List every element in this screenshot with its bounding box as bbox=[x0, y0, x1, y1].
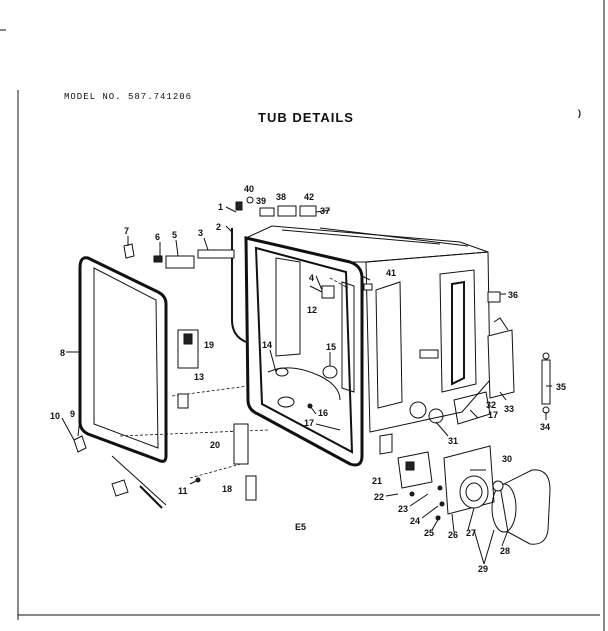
callout-29: 29 bbox=[478, 564, 488, 574]
callout-24: 24 bbox=[410, 516, 420, 526]
top-hardware bbox=[123, 196, 501, 303]
callout-12: 12 bbox=[307, 305, 317, 315]
callout-7: 7 bbox=[124, 226, 129, 236]
callout-25: 25 bbox=[424, 528, 434, 538]
callout-42: 42 bbox=[304, 192, 314, 202]
callout-5: 5 bbox=[172, 230, 177, 240]
door-gasket bbox=[78, 256, 168, 509]
callout-21: 21 bbox=[372, 476, 382, 486]
callout-10: 10 bbox=[50, 411, 60, 421]
callout-35: 35 bbox=[556, 382, 566, 392]
callout-18: 18 bbox=[222, 484, 232, 494]
callout-36: 36 bbox=[508, 290, 518, 300]
callout-23: 23 bbox=[398, 504, 408, 514]
left-hardware bbox=[73, 329, 313, 501]
callout-19: 19 bbox=[204, 340, 214, 350]
callout-14: 14 bbox=[262, 340, 272, 350]
callout-39: 39 bbox=[256, 196, 266, 206]
callout-8: 8 bbox=[60, 348, 65, 358]
figure-code: E5 bbox=[295, 522, 307, 532]
callout-13: 13 bbox=[194, 372, 204, 382]
callout-32: 32 bbox=[486, 400, 496, 410]
model-number: MODEL NO. 587.741206 bbox=[64, 92, 193, 102]
callout-30: 30 bbox=[502, 454, 512, 464]
callout-33: 33 bbox=[504, 404, 514, 414]
callout-15: 15 bbox=[326, 342, 336, 352]
callout-27: 27 bbox=[466, 528, 476, 538]
callout-17a: 17 bbox=[304, 418, 314, 428]
callout-3: 3 bbox=[198, 228, 203, 238]
callout-1: 1 bbox=[218, 202, 223, 212]
pump-motor-assembly bbox=[397, 445, 551, 545]
leader-lines bbox=[61, 206, 552, 565]
callout-17b: 17 bbox=[488, 410, 498, 420]
callout-31: 31 bbox=[448, 436, 458, 446]
callout-38: 38 bbox=[276, 192, 286, 202]
callout-20: 20 bbox=[210, 440, 220, 450]
svg-text:): ) bbox=[578, 108, 581, 118]
callout-11: 11 bbox=[178, 486, 188, 496]
callout-28: 28 bbox=[500, 546, 510, 556]
callout-40: 40 bbox=[244, 184, 254, 194]
callout-26: 26 bbox=[448, 530, 458, 540]
callout-22: 22 bbox=[374, 492, 384, 502]
callout-37: 37 bbox=[320, 206, 330, 216]
tub-assembly bbox=[119, 225, 491, 479]
callout-4: 4 bbox=[309, 273, 314, 283]
callout-2: 2 bbox=[216, 222, 221, 232]
callout-6: 6 bbox=[155, 232, 160, 242]
right-hardware bbox=[419, 317, 551, 414]
callout-34: 34 bbox=[540, 422, 550, 432]
page-title: TUB DETAILS bbox=[258, 110, 354, 125]
callout-16: 16 bbox=[318, 408, 328, 418]
callout-9: 9 bbox=[70, 409, 75, 419]
callout-41: 41 bbox=[386, 268, 396, 278]
callout-labels: 1 2 3 4 5 6 7 8 9 10 11 12 13 14 15 16 1… bbox=[50, 184, 566, 574]
